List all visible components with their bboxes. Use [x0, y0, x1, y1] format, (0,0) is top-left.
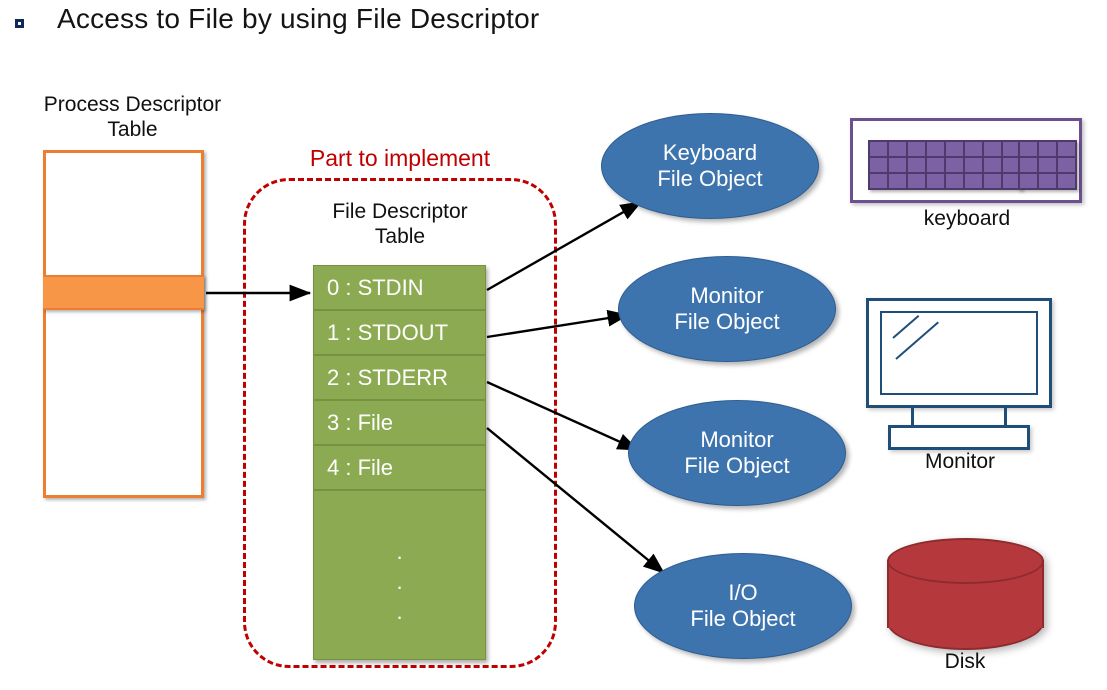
keyboard-key	[908, 158, 925, 172]
keyboard-key	[1039, 142, 1056, 156]
keyboard-caption: keyboard	[923, 207, 1011, 230]
process-descriptor-table-title: Process Descriptor Table	[43, 93, 222, 141]
monitor-icon	[866, 298, 1052, 408]
keyboard-key	[1058, 174, 1075, 188]
fd-row-1[interactable]: 1 : STDOUT	[313, 310, 486, 355]
keyboard-key	[965, 158, 982, 172]
keyboard-numpad-keys	[1018, 140, 1077, 190]
keyboard-key	[946, 174, 963, 188]
keyboard-key	[870, 174, 887, 188]
fd-rows-empty: . . .	[313, 490, 486, 660]
disk-top-ellipse	[887, 538, 1044, 584]
io-file-object[interactable]: I/O File Object	[634, 553, 852, 659]
part-to-implement-label: Part to implement	[309, 145, 491, 171]
fd-continuation-dots: . . .	[314, 537, 485, 627]
keyboard-key	[927, 142, 944, 156]
monitor-file-object-2[interactable]: Monitor File Object	[628, 400, 846, 506]
keyboard-icon	[850, 118, 1082, 203]
monitor-screen	[880, 311, 1038, 395]
keyboard-key	[984, 174, 1001, 188]
keyboard-key	[870, 158, 887, 172]
keyboard-key	[1039, 158, 1056, 172]
keyboard-key	[1003, 158, 1020, 172]
fd-row-0[interactable]: 0 : STDIN	[313, 265, 486, 310]
monitor-stand-base	[888, 425, 1030, 450]
keyboard-key	[984, 158, 1001, 172]
keyboard-key	[889, 158, 906, 172]
fd-row-2[interactable]: 2 : STDERR	[313, 355, 486, 400]
keyboard-key	[1003, 142, 1020, 156]
keyboard-key	[946, 142, 963, 156]
keyboard-key	[870, 142, 887, 156]
keyboard-main-keys	[868, 140, 1022, 190]
keyboard-key	[889, 174, 906, 188]
fd-row-3[interactable]: 3 : File	[313, 400, 486, 445]
disk-caption: Disk	[944, 650, 986, 673]
keyboard-key	[946, 158, 963, 172]
file-descriptor-table-title: File Descriptor Table	[332, 200, 468, 248]
process-descriptor-table-box	[43, 150, 204, 498]
page-title: Access to File by using File Descriptor	[57, 3, 540, 34]
keyboard-key	[1020, 174, 1037, 188]
disk-icon	[887, 538, 1044, 650]
keyboard-key	[927, 158, 944, 172]
slide-header: Access to File by using File Descriptor	[0, 0, 1107, 52]
fd-row-4[interactable]: 4 : File	[313, 445, 486, 490]
keyboard-key	[1003, 174, 1020, 188]
monitor-file-object-1[interactable]: Monitor File Object	[618, 256, 836, 362]
keyboard-key	[965, 142, 982, 156]
keyboard-key	[1058, 142, 1075, 156]
keyboard-key	[965, 174, 982, 188]
keyboard-file-object[interactable]: Keyboard File Object	[601, 113, 819, 219]
keyboard-key	[908, 142, 925, 156]
keyboard-key	[1020, 158, 1037, 172]
fd-dot-3: .	[396, 599, 403, 624]
process-descriptor-table-highlight-row[interactable]	[43, 275, 204, 310]
keyboard-key	[927, 174, 944, 188]
monitor-stand-neck	[911, 408, 1007, 425]
keyboard-key	[1058, 158, 1075, 172]
square-bullet-icon	[15, 19, 24, 28]
keyboard-key	[1039, 174, 1056, 188]
fd-dot-2: .	[396, 569, 403, 594]
keyboard-key	[1020, 142, 1037, 156]
keyboard-key	[908, 174, 925, 188]
keyboard-key	[889, 142, 906, 156]
keyboard-key	[984, 142, 1001, 156]
monitor-caption: Monitor	[924, 450, 996, 473]
file-descriptor-table: 0 : STDIN 1 : STDOUT 2 : STDERR 3 : File…	[313, 265, 486, 660]
monitor-glint-line	[892, 314, 920, 339]
fd-dot-1: .	[396, 539, 403, 564]
